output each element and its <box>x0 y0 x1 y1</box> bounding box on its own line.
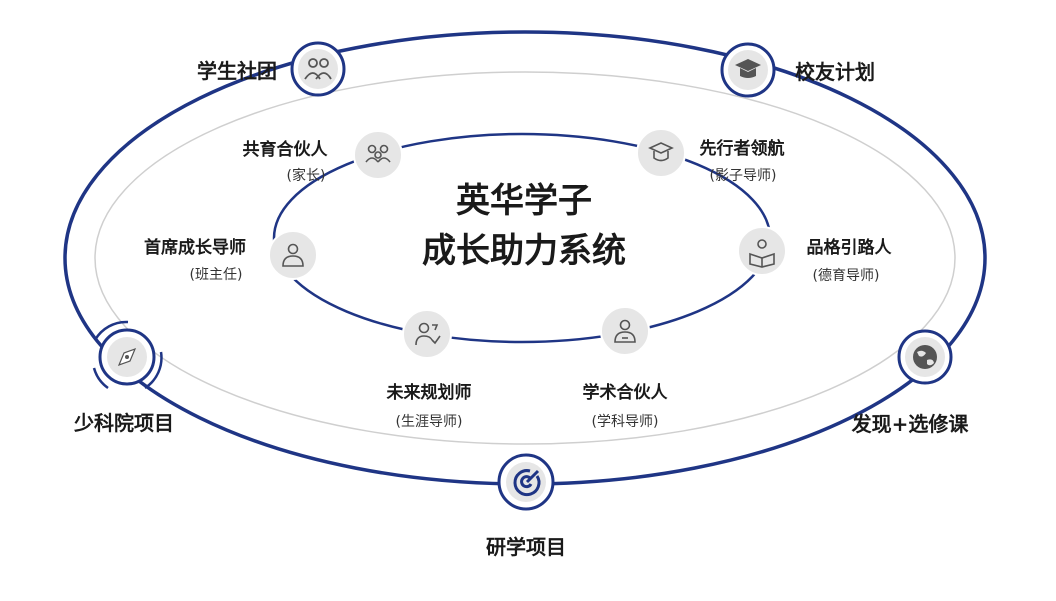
reading-icon <box>749 239 775 268</box>
inner-node-partner: 共育合伙人 (家长) <box>243 130 403 184</box>
planner-icon <box>415 322 441 346</box>
inner-node-career: 未来规划师 (生涯导师) <box>386 309 472 430</box>
inner-label-pioneer: 先行者领航 <box>700 138 785 159</box>
inner-sub-partner: (家长) <box>287 167 326 184</box>
compass-icon <box>117 347 137 367</box>
inner-sub-pioneer: (影子导师) <box>710 168 777 184</box>
mortarboard-icon <box>648 142 674 162</box>
outer-label-science: 少科院项目 <box>73 411 174 435</box>
target-icon <box>513 469 541 497</box>
outer-node-clubs: 学生社团 <box>197 41 346 97</box>
teacher-icon <box>282 243 304 267</box>
people-icon <box>304 58 332 80</box>
inner-node-pioneer: 先行者领航 (影子导师) <box>636 128 785 184</box>
inner-label-partner: 共育合伙人 <box>243 139 329 160</box>
outer-label-study: 研学项目 <box>486 535 566 559</box>
inner-sub-academic: (学科导师) <box>592 414 659 430</box>
outer-node-courses: 发现+选修课 <box>851 329 970 436</box>
inner-label-character: 品格引路人 <box>807 237 893 258</box>
title-line-2: 成长助力系统 <box>422 231 626 271</box>
scholar-icon <box>614 319 636 343</box>
inner-sub-character: (德育导师) <box>813 268 880 284</box>
inner-sub-homeroom: (班主任) <box>190 267 243 283</box>
inner-node-character: 品格引路人 (德育导师) <box>737 226 893 284</box>
inner-label-career: 未来规划师 <box>386 382 472 403</box>
inner-label-homeroom: 首席成长导师 <box>144 237 246 258</box>
outer-node-alumni: 校友计划 <box>720 42 875 98</box>
inner-node-academic: 学术合伙人 (学科导师) <box>583 306 669 430</box>
globe-icon <box>913 345 937 369</box>
inner-label-academic: 学术合伙人 <box>583 382 669 403</box>
group-icon <box>365 144 391 163</box>
inner-sub-career: (生涯导师) <box>396 414 463 430</box>
middle-ring <box>94 71 956 445</box>
title-line-1: 英华学子 <box>456 181 592 221</box>
inner-node-homeroom: 首席成长导师 (班主任) <box>144 230 318 283</box>
outer-label-alumni: 校友计划 <box>795 60 875 84</box>
outer-label-clubs: 学生社团 <box>197 59 277 83</box>
outer-node-science: 少科院项目 <box>73 320 174 435</box>
graduation-cap-icon <box>735 59 761 78</box>
outer-label-courses: 发现+选修课 <box>851 412 970 436</box>
outer-node-study: 研学项目 <box>486 453 566 559</box>
